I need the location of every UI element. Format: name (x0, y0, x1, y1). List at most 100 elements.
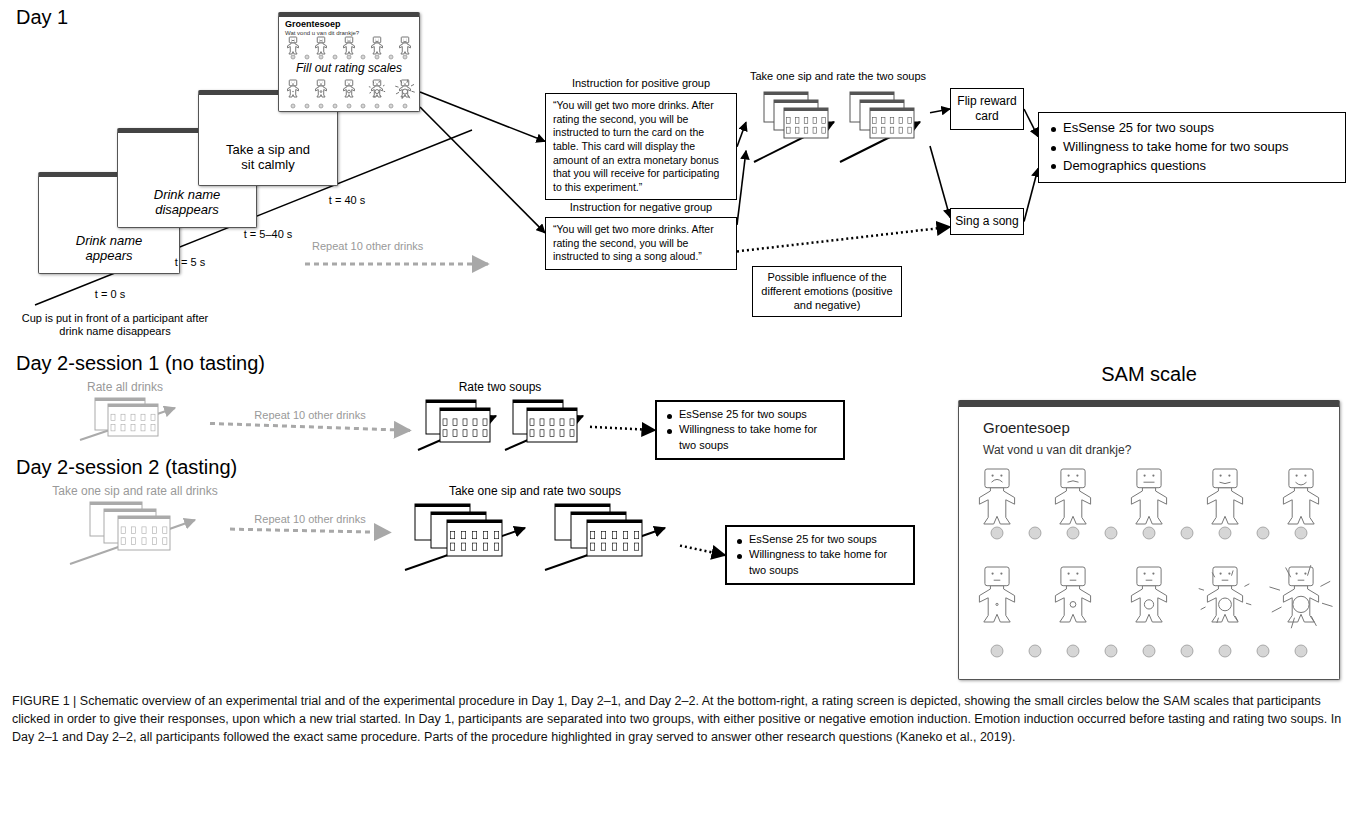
decor-shape (291, 81, 293, 83)
decor-shape (1228, 573, 1230, 575)
decor-shape (411, 91, 414, 92)
decor-shape (1293, 596, 1309, 612)
decor-shape (291, 38, 293, 40)
node-label: Take one sip and rate the two soups (746, 70, 930, 83)
response-circle (1181, 645, 1193, 657)
decor-shape (560, 430, 564, 437)
decor-shape (979, 488, 1014, 524)
node-text: Wat vond u van dit drankje? (285, 30, 413, 37)
decor-shape (376, 84, 378, 85)
decor-shape (463, 430, 467, 437)
decor-shape (461, 543, 465, 550)
decor-shape (372, 43, 383, 54)
sam-figure (979, 469, 1014, 524)
decor-shape (316, 86, 327, 97)
edge-label: Repeat 10 other drinks (251, 513, 368, 525)
decor-shape (163, 527, 167, 534)
decor-shape (1144, 600, 1153, 609)
decor-shape (403, 38, 405, 40)
decor-shape (550, 430, 554, 437)
decor-shape (483, 430, 487, 437)
response-circle (1029, 527, 1041, 539)
decor-shape (372, 86, 383, 97)
node-label: SAM scale (959, 363, 1339, 386)
decor-shape (319, 38, 321, 40)
node-label: EsSense 25 for two soups (1049, 119, 1335, 138)
response-circle (1295, 645, 1307, 657)
connector-arrow (737, 122, 746, 146)
node-label: Sing a song (955, 214, 1019, 229)
decor-shape (774, 100, 818, 103)
decor-shape (764, 92, 808, 95)
node-illustration (746, 70, 930, 165)
decor-shape (163, 538, 167, 545)
response-circle (1067, 527, 1079, 539)
connector-arrow (930, 109, 950, 113)
decor-shape (813, 127, 817, 133)
decor-shape (402, 96, 403, 99)
decor-shape (322, 81, 324, 83)
decor-shape (1296, 482, 1307, 485)
decor-shape (850, 92, 894, 95)
decor-shape (118, 516, 170, 519)
decor-shape (401, 37, 408, 43)
sam-figure (344, 80, 355, 97)
decor-shape (1283, 488, 1318, 524)
response-circle (403, 55, 407, 59)
questionnaire-box: EsSense 25 for two soupsWillingness to t… (1038, 112, 1346, 183)
repeat-label: Repeat 10 other drinks (312, 240, 423, 252)
decor-shape (992, 475, 994, 477)
decor-shape (822, 118, 826, 124)
decor-shape (1322, 603, 1333, 606)
decor-shape (426, 400, 476, 403)
connector-arrow (930, 146, 950, 217)
edge-label: Repeat 10 other drinks (251, 409, 368, 421)
decor-shape (319, 40, 322, 41)
decor-shape (317, 80, 324, 86)
decor-shape (320, 91, 322, 93)
decor-shape (317, 37, 324, 43)
rating-step: Rate all drinks (40, 380, 210, 442)
decor-shape (373, 80, 380, 86)
decor-shape (472, 532, 476, 539)
decor-shape (1199, 589, 1204, 591)
sam-figure (400, 37, 411, 54)
decor-shape (1070, 602, 1076, 608)
sam-screen: SAM scaleGroentesoepWat vond u van dit d… (958, 400, 1340, 680)
decor-shape (1311, 616, 1316, 626)
decor-shape (601, 543, 605, 550)
decor-shape (319, 81, 321, 83)
decor-shape (1076, 573, 1078, 575)
decor-shape (141, 424, 145, 430)
decor-shape (1207, 586, 1242, 622)
node-label: Rate two soups (410, 380, 590, 394)
node-text: Willingness to take home for two soups (665, 422, 835, 453)
response-circle (1105, 527, 1117, 539)
node-label: Take a sip and sit calmly (220, 143, 316, 173)
decor-shape (291, 40, 294, 42)
response-circle (1219, 527, 1231, 539)
response-circle (1257, 645, 1269, 657)
decor-shape (1213, 567, 1237, 586)
response-circle (1257, 527, 1269, 539)
response-circle (347, 55, 351, 59)
decor-shape (1296, 475, 1298, 477)
decor-shape (483, 419, 487, 426)
decor-shape (1232, 570, 1234, 575)
connector-arrow (1024, 168, 1038, 221)
sam-figure (1283, 469, 1318, 524)
decor-shape (1201, 607, 1206, 610)
decor-shape (1061, 567, 1085, 586)
sam-figure (1199, 567, 1252, 623)
decor-shape (395, 86, 398, 87)
decor-shape (1272, 607, 1282, 612)
decor-shape (131, 424, 135, 430)
decor-shape (1076, 475, 1078, 477)
decor-shape (860, 100, 904, 103)
response-circle (1295, 527, 1307, 539)
decor-shape (121, 538, 125, 545)
decor-shape (406, 38, 408, 40)
decor-shape (530, 430, 534, 437)
decor-shape (132, 538, 136, 545)
section-title: Day 2-session 1 (no tasting) (16, 352, 265, 375)
